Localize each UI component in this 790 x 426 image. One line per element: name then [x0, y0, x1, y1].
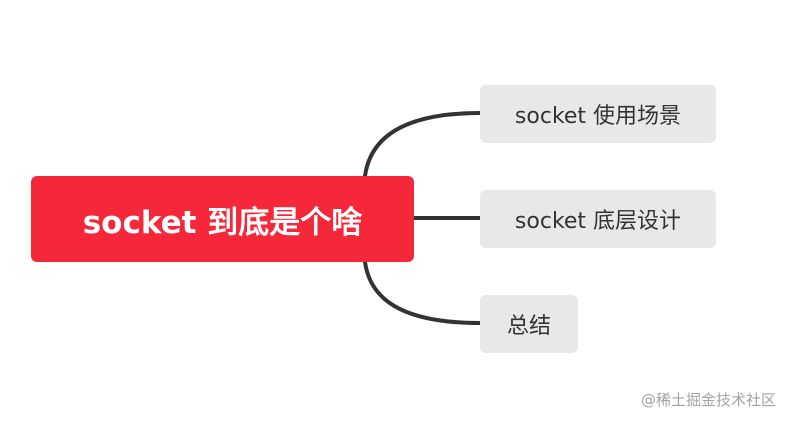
root-topic[interactable]: socket 到底是个啥 [31, 176, 414, 262]
branch-topic-underlying-design[interactable]: socket 底层设计 [480, 190, 716, 248]
branch-topic-summary[interactable]: 总结 [480, 295, 578, 353]
connector-branch-3 [363, 260, 482, 325]
watermark-text: @稀土掘金技术社区 [640, 391, 776, 409]
connector-branch-1 [363, 111, 482, 178]
branch-topic-usage-scenarios[interactable]: socket 使用场景 [480, 85, 716, 143]
